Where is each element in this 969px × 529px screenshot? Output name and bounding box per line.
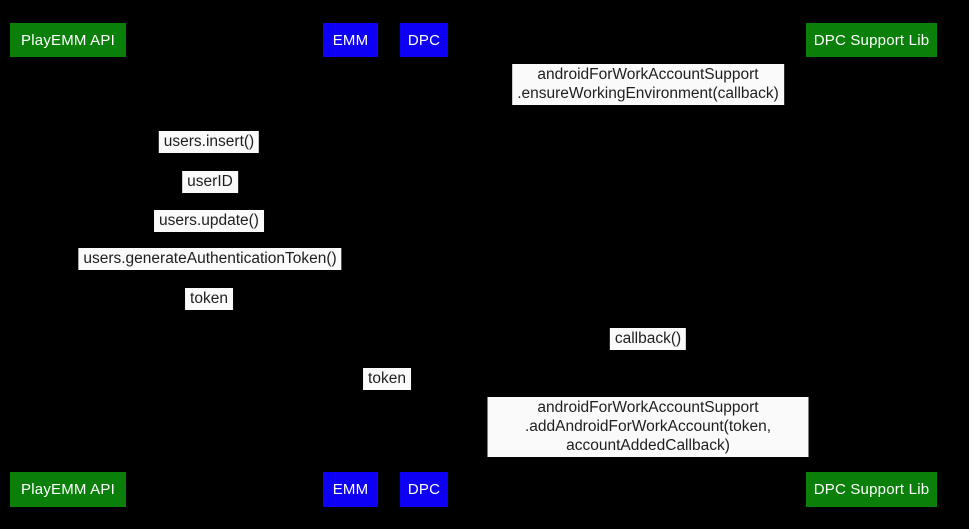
message-token-left: token bbox=[185, 288, 233, 310]
actor-dpc-support-lib-top: DPC Support Lib bbox=[806, 23, 937, 57]
message-users-update: users.update() bbox=[154, 210, 264, 232]
lifeline-emm bbox=[350, 57, 351, 472]
lifeline-dpc bbox=[424, 57, 425, 472]
lifeline-playemm-api bbox=[68, 57, 69, 472]
message-users-generate-authentication-token: users.generateAuthenticationToken() bbox=[78, 248, 342, 270]
actor-dpc-bottom: DPC bbox=[400, 472, 448, 507]
message-add-android-for-work-account: androidForWorkAccountSupport .addAndroid… bbox=[487, 397, 809, 457]
message-users-insert: users.insert() bbox=[158, 131, 260, 153]
actor-dpc-top: DPC bbox=[400, 23, 448, 57]
lifeline-dpc-support-lib bbox=[871, 57, 872, 472]
actor-playemm-api-bottom: PlayEMM API bbox=[10, 472, 126, 507]
message-token-middle: token bbox=[363, 368, 411, 390]
actor-playemm-api-top: PlayEMM API bbox=[10, 23, 126, 57]
message-callback: callback() bbox=[609, 328, 687, 350]
message-ensure-working-environment: androidForWorkAccountSupport .ensureWork… bbox=[512, 64, 784, 105]
actor-emm-top: EMM bbox=[323, 23, 378, 57]
actor-dpc-support-lib-bottom: DPC Support Lib bbox=[806, 472, 937, 507]
message-user-id: userID bbox=[182, 171, 238, 193]
actor-emm-bottom: EMM bbox=[323, 472, 378, 507]
